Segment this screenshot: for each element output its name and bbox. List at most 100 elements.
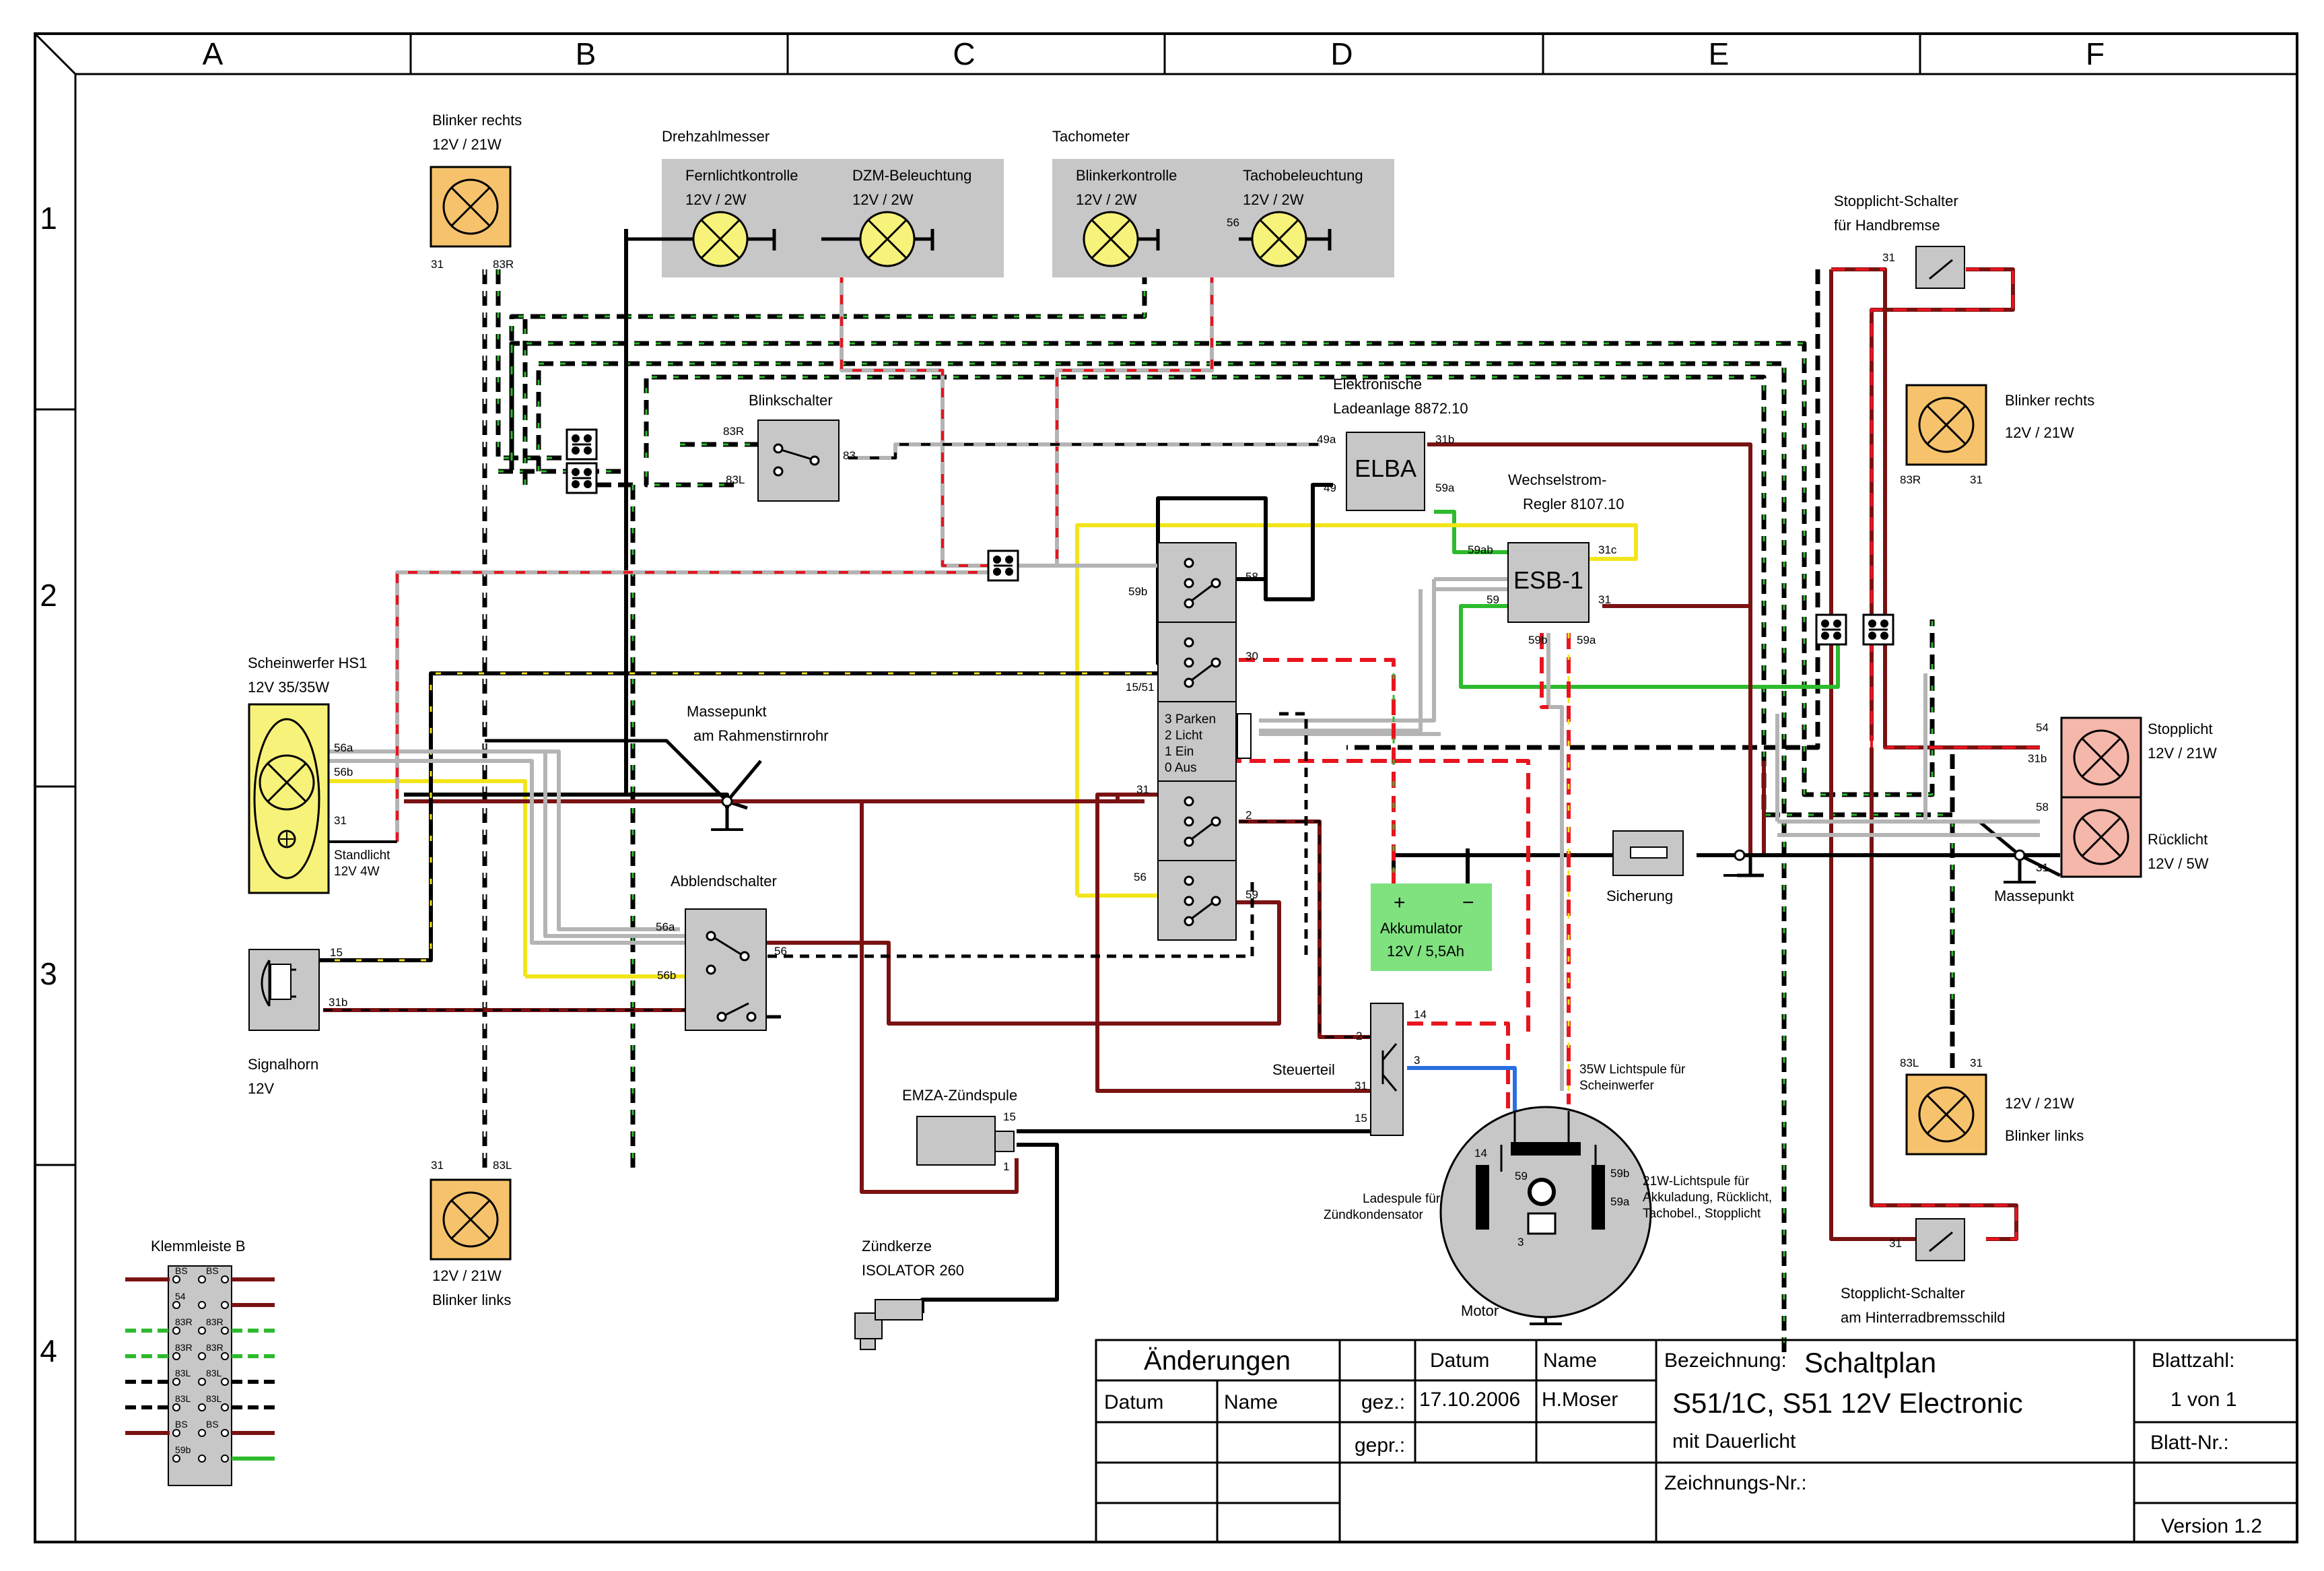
scheinwerfer: Scheinwerfer HS1 12V 35/35W 56a 56b 31 S… bbox=[248, 655, 390, 894]
fuse-icon bbox=[1630, 846, 1668, 859]
name-header: Name bbox=[1543, 1349, 1597, 1372]
lamp-icon bbox=[1083, 211, 1139, 267]
klemmleiste-label: 54 bbox=[175, 1291, 186, 1302]
massepunkt-front-title-2: am Rahmenstirnrohr bbox=[693, 727, 829, 744]
blinker-rechts-rear-title: Blinker rechts bbox=[2005, 392, 2094, 409]
blinker-rechts-front: Blinker rechts 12V / 21W 31 83R bbox=[430, 112, 522, 271]
stopplicht-schalter-hinten-title-1: Stopplicht-Schalter bbox=[1841, 1285, 1965, 1302]
stopplicht-rating: 12V / 21W bbox=[2148, 745, 2217, 762]
motor-lichtspule35-label-2: Scheinwerfer bbox=[1579, 1079, 1655, 1093]
pin-label: 31b bbox=[2028, 752, 2047, 765]
zuendkerze: Zündkerze ISOLATOR 260 bbox=[854, 1238, 964, 1350]
bezeichnung-label: Bezeichnung: bbox=[1664, 1349, 1787, 1372]
pin-label: 31 bbox=[334, 814, 347, 827]
motor-lichtspule35-label-1: 35W Lichtspule für bbox=[1579, 1063, 1686, 1077]
pin-label: 31 bbox=[1882, 251, 1895, 264]
pin-label: 56 bbox=[1227, 216, 1239, 229]
klemmleiste-label: 83R bbox=[206, 1342, 224, 1353]
pin-label: 56a bbox=[334, 741, 353, 754]
pin-label: 31c bbox=[1598, 543, 1617, 556]
blatt-nr-label: Blatt-Nr.: bbox=[2150, 1432, 2229, 1454]
wire-brown-59 bbox=[734, 900, 1281, 1026]
stopplicht: Stopplicht 12V / 21W 54 31b bbox=[2028, 716, 2217, 799]
datum-header: Datum bbox=[1430, 1349, 1489, 1372]
blinker-links-rear-title: Blinker links bbox=[2005, 1127, 2084, 1144]
row-label-3: 3 bbox=[40, 956, 57, 991]
terminal-icon bbox=[221, 1378, 229, 1386]
changes-col-datum: Datum bbox=[1104, 1391, 1163, 1413]
blinker-rechts-front-rating: 12V / 21W bbox=[432, 136, 502, 153]
lamp-label: Fernlichtkontrolle bbox=[685, 167, 798, 184]
massepunkt-rear: Massepunkt bbox=[1994, 849, 2074, 904]
pin-label: 56a bbox=[656, 921, 675, 933]
lamp-label: DZM-Beleuchtung bbox=[852, 167, 971, 184]
lamp-icon bbox=[1251, 211, 1307, 267]
connector-icon bbox=[566, 428, 598, 461]
connector-icon bbox=[1815, 613, 1847, 646]
pin-label: 15 bbox=[1003, 1110, 1016, 1123]
wire-stoplight-brown bbox=[1829, 267, 2040, 1241]
pin-label: 59b bbox=[1610, 1167, 1629, 1180]
klemmleiste-label: BS bbox=[175, 1265, 188, 1276]
connector-icon bbox=[566, 462, 598, 494]
wire-brown-31 bbox=[860, 793, 1373, 1194]
terminal-icon bbox=[172, 1327, 180, 1335]
wire-yellow-main bbox=[1075, 523, 1638, 896]
pin-label: 3 bbox=[1517, 1236, 1524, 1248]
pin-label: 31b bbox=[329, 996, 347, 1009]
pin-label: 59a bbox=[1435, 481, 1455, 494]
terminal-icon bbox=[198, 1301, 206, 1309]
klemmleiste-label: 83R bbox=[206, 1316, 224, 1327]
pin-label: 15 bbox=[330, 946, 343, 959]
akkumulator-rating: 12V / 5,5Ah bbox=[1387, 943, 1464, 960]
motor-lichtspule21-label-1: 21W-Lichtspule für bbox=[1643, 1174, 1750, 1189]
stopplicht-schalter-hand-title-1: Stopplicht-Schalter bbox=[1834, 193, 1958, 209]
akkumulator-title: Akkumulator bbox=[1380, 920, 1462, 937]
zuendschloss: 58 59b 30 15/51 3 Parken 2 Licht 1 Ein 0… bbox=[1126, 542, 1258, 941]
emza-zuendspule: EMZA-Zündspule 15 1 bbox=[902, 1087, 1017, 1173]
terminal-icon bbox=[221, 1429, 229, 1437]
pin-label: 31 bbox=[1970, 1057, 1983, 1069]
pin-label: 31 bbox=[1355, 1079, 1367, 1092]
pin-label: 58 bbox=[1245, 570, 1258, 583]
bezeichnung-value: Schaltplan bbox=[1804, 1347, 1936, 1378]
motor: 14 59 3 59b 59a Motor Ladespule für Zünd… bbox=[1324, 1063, 1772, 1325]
elba: Elektronische Ladeanlage 8872.10 ELBA 49… bbox=[1317, 376, 1468, 511]
stopplicht-title: Stopplicht bbox=[2148, 721, 2213, 737]
klemmleiste-label: 83L bbox=[206, 1393, 222, 1404]
signalhorn: 15 31b Signalhorn 12V bbox=[248, 946, 347, 1097]
switch-position-label: 3 Parken bbox=[1165, 712, 1216, 727]
pin-label: 31 bbox=[1889, 1237, 1902, 1250]
switch-position-label: 2 Licht bbox=[1165, 729, 1203, 743]
wire-red-59a bbox=[1407, 633, 1571, 1111]
terminal-icon bbox=[198, 1378, 206, 1386]
blinker-links-front: 31 83L 12V / 21W Blinker links bbox=[430, 1159, 512, 1308]
elba-title-1: Elektronische bbox=[1333, 376, 1422, 393]
ruecklicht-rating: 12V / 5W bbox=[2148, 855, 2209, 872]
column-label-e: E bbox=[1709, 36, 1730, 71]
subtitle: mit Dauerlicht bbox=[1672, 1430, 1796, 1452]
standlicht-label: Standlicht bbox=[334, 848, 390, 863]
klemmleiste-label: 83R bbox=[175, 1342, 193, 1353]
wire-gray-headlight bbox=[316, 577, 2040, 1091]
lamp-rating: 12V / 2W bbox=[852, 191, 914, 208]
abblendschalter: Abblendschalter 56a 56b 56 bbox=[656, 873, 787, 1031]
title-block bbox=[1095, 1339, 2298, 1543]
pin-label: 49a bbox=[1317, 433, 1336, 446]
row-label-2: 2 bbox=[40, 578, 57, 613]
sicherung-title: Sicherung bbox=[1606, 888, 1673, 904]
klemmleiste-label: 59b bbox=[175, 1444, 191, 1455]
terminal-icon bbox=[221, 1455, 229, 1463]
flywheel-icon bbox=[1528, 1178, 1556, 1206]
pin-label: 59 bbox=[1486, 593, 1499, 606]
zuendkerze-title-1: Zündkerze bbox=[862, 1238, 932, 1255]
lamp-label: Blinkerkontrolle bbox=[1076, 167, 1177, 184]
klemmleiste-label: 83R bbox=[175, 1316, 193, 1327]
motor-lichtspule21-label-2: Akkuladung, Rücklicht, bbox=[1643, 1191, 1772, 1205]
ruecklicht-title: Rücklicht bbox=[2148, 831, 2208, 848]
stopplicht-schalter-hand-title-2: für Handbremse bbox=[1834, 217, 1940, 234]
pin-label: 31 bbox=[1970, 473, 1983, 486]
pin-label: 54 bbox=[2036, 721, 2049, 734]
switch-position-label: 1 Ein bbox=[1165, 745, 1194, 759]
emza-title: EMZA-Zündspule bbox=[902, 1087, 1017, 1104]
